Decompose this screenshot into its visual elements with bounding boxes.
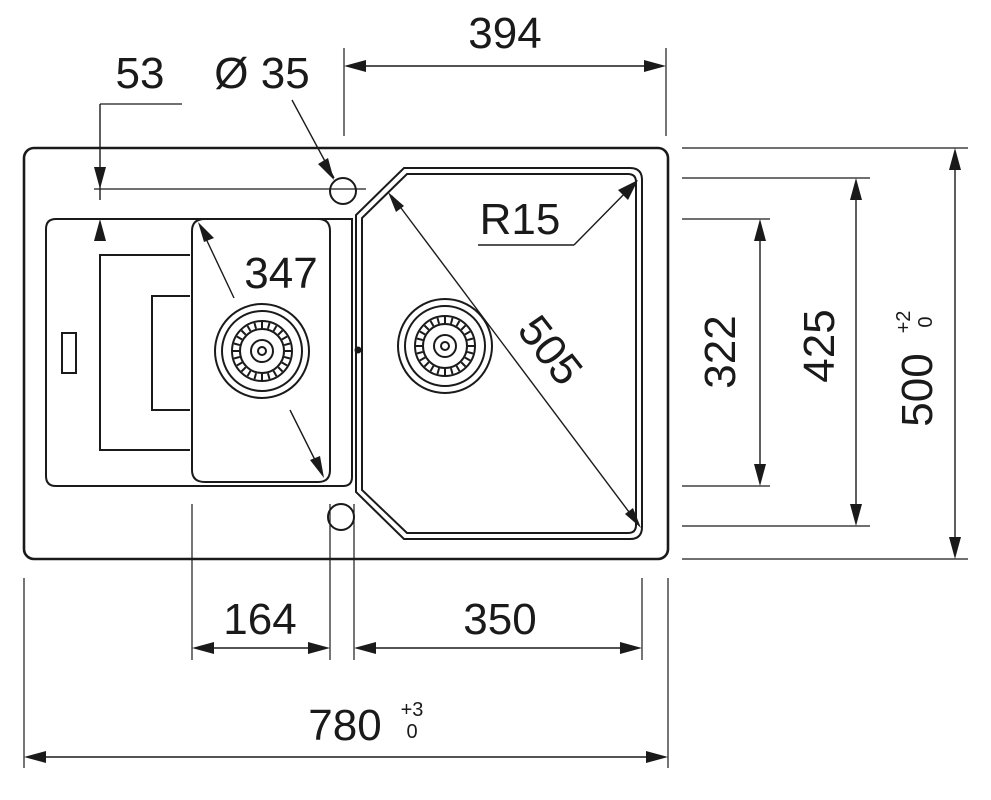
strainer-slot (460, 324, 467, 331)
small-bowl (191, 218, 331, 483)
dim-label-322: 322 (696, 315, 745, 388)
strainer-slot (466, 337, 474, 342)
strainer-slot (272, 325, 278, 332)
strainer-slot (233, 355, 241, 360)
strainer-slot (283, 342, 291, 347)
dim-label-505: 505 (508, 306, 592, 394)
strainer-slot (429, 320, 435, 327)
large-bowl (355, 167, 643, 540)
strainer-slot (240, 329, 247, 336)
overflow-dot (354, 346, 362, 354)
strainer-slot (281, 361, 288, 367)
dim-tol-500-upper: +2 (893, 311, 915, 334)
strainer-slot (253, 322, 258, 330)
strainer-slot (455, 320, 461, 327)
drainboard-inner-step-2 (151, 295, 190, 411)
large-bowl-inner (361, 173, 637, 534)
strainer-slot (419, 356, 426, 362)
strainer-slot (449, 367, 454, 375)
drainboard (45, 218, 353, 487)
dim-label-425: 425 (795, 309, 844, 382)
dim-label-780: 780 (308, 701, 381, 750)
dim-label-radius: R15 (480, 195, 561, 244)
strainer-slot (464, 330, 471, 336)
dim-label-347: 347 (244, 249, 317, 298)
dim-label-394: 394 (468, 9, 541, 58)
dim-label-diameter: Ø 35 (214, 49, 309, 98)
strainer-slot (419, 330, 426, 336)
strainer-slot (436, 367, 441, 375)
strainer-slot (429, 365, 435, 372)
strainer-slot (246, 370, 252, 377)
tap-hole-top (329, 177, 357, 205)
dim-tol-500-lower: 0 (915, 316, 937, 327)
strainer-slot (283, 355, 291, 360)
strainer-slot (253, 372, 258, 380)
strainer-slot (240, 366, 247, 373)
sink-outline (22, 146, 670, 561)
strainer-slot (266, 322, 271, 330)
dim-tol-780-lower: 0 (406, 721, 417, 743)
strainer-slot (449, 317, 454, 325)
strainer-slot (266, 372, 271, 380)
dim-line-505 (391, 195, 639, 525)
tap-hole-bottom (327, 503, 355, 531)
strainer-slot (416, 350, 424, 355)
strainer-slot (423, 361, 430, 368)
dim-label-500: 500 (893, 353, 942, 426)
strainer-slot (436, 317, 441, 325)
small-bowl-strainer (214, 303, 310, 399)
strainer-slot (246, 325, 252, 332)
strainer-slot (236, 335, 243, 341)
strainer-slot (233, 342, 241, 347)
strainer-slot (423, 324, 430, 331)
strainer-slot (466, 350, 474, 355)
strainer-slot (464, 356, 471, 362)
strainer-slot (277, 366, 284, 373)
dim-label-350: 350 (463, 595, 536, 644)
dim-label-53: 53 (116, 49, 165, 98)
strainer-slot (460, 361, 467, 368)
dim-label-164: 164 (223, 595, 296, 644)
large-bowl-strainer (397, 298, 493, 394)
strainer-slot (272, 370, 278, 377)
drainboard-inner-step (99, 254, 190, 451)
dim-tol-780-upper: +3 (401, 699, 424, 721)
overflow-slot (61, 332, 77, 374)
strainer-slot (277, 329, 284, 336)
strainer-slot (455, 365, 461, 372)
strainer-slot (281, 335, 288, 341)
strainer-slot (236, 361, 243, 367)
strainer-slot (416, 337, 424, 342)
